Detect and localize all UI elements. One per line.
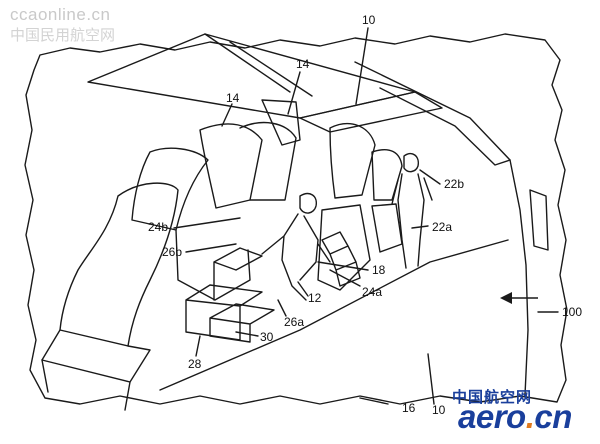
cabin-window [529,189,549,251]
ref-16: 16 [402,401,416,415]
ref-10-bottom: 10 [432,403,446,417]
logo-en-dot: . [525,398,535,435]
passenger-seated [261,192,331,301]
watermark-site-cn: 中国民用航空网 [10,26,116,44]
leader-16 [359,397,389,405]
ref-24a: 24a [362,285,382,299]
watermark-site: ccaonline.cn [10,5,111,24]
ref-14-left: 14 [226,91,240,105]
ref-24b: 24b [148,220,168,234]
ref-22a: 22a [432,220,452,234]
mid-seat-upper [329,123,376,199]
leader-24a [329,269,361,287]
leader-30 [235,331,259,337]
ref-30: 30 [260,330,274,344]
ref-14-mid: 14 [296,57,310,71]
leader-12 [297,281,309,297]
ref-26b: 26b [162,245,182,259]
overhead-panel-right [299,91,443,133]
rear-seat-upper [371,148,403,201]
logo-en-suffix: cn [534,398,572,435]
cutaway-border [24,33,568,405]
ref-26a: 26a [284,315,304,329]
ref-12: 12 [308,291,322,305]
leader-22a [411,225,429,229]
leader-26a [277,299,287,317]
leader-18 [317,261,369,271]
ref-18: 18 [372,263,386,277]
seat-2-lower [175,229,251,301]
ref-10-top: 10 [362,13,376,27]
logo-en-prefix: aero [458,398,526,435]
seat-front-back [59,182,179,347]
leader-10-bottom [427,353,435,405]
fuselage-wall [509,159,529,396]
ceiling-rib [204,33,313,97]
ref-28: 28 [188,357,202,371]
leader-24b [173,217,241,229]
leader-14-mid [287,71,301,115]
passenger-standing [391,152,433,269]
logo-en-text: aero.cn [458,398,572,436]
mid-seat-lower [317,204,371,291]
upper-seat-a [199,123,263,209]
leader-14-left [221,103,233,127]
logo-cn-text: 中国航空网 [452,388,533,406]
rear-seat-lower [371,203,403,253]
stair-support [213,247,263,301]
arrow-left-icon [500,292,538,304]
leader-22b [419,169,441,185]
seat-2-back [131,147,209,231]
ceiling-right [354,61,511,166]
leader-10-top [355,27,369,105]
ref-100: 100 [562,305,582,319]
seat-front-base [41,359,131,411]
ref-22b: 22b [444,177,464,191]
stair-step [209,303,275,343]
upper-seat-c [261,99,301,146]
floor-line [159,239,509,391]
overhead-panel-left [87,33,416,119]
upper-seat-b [239,121,297,201]
leader-26b [185,243,237,253]
leader-28 [195,335,201,357]
